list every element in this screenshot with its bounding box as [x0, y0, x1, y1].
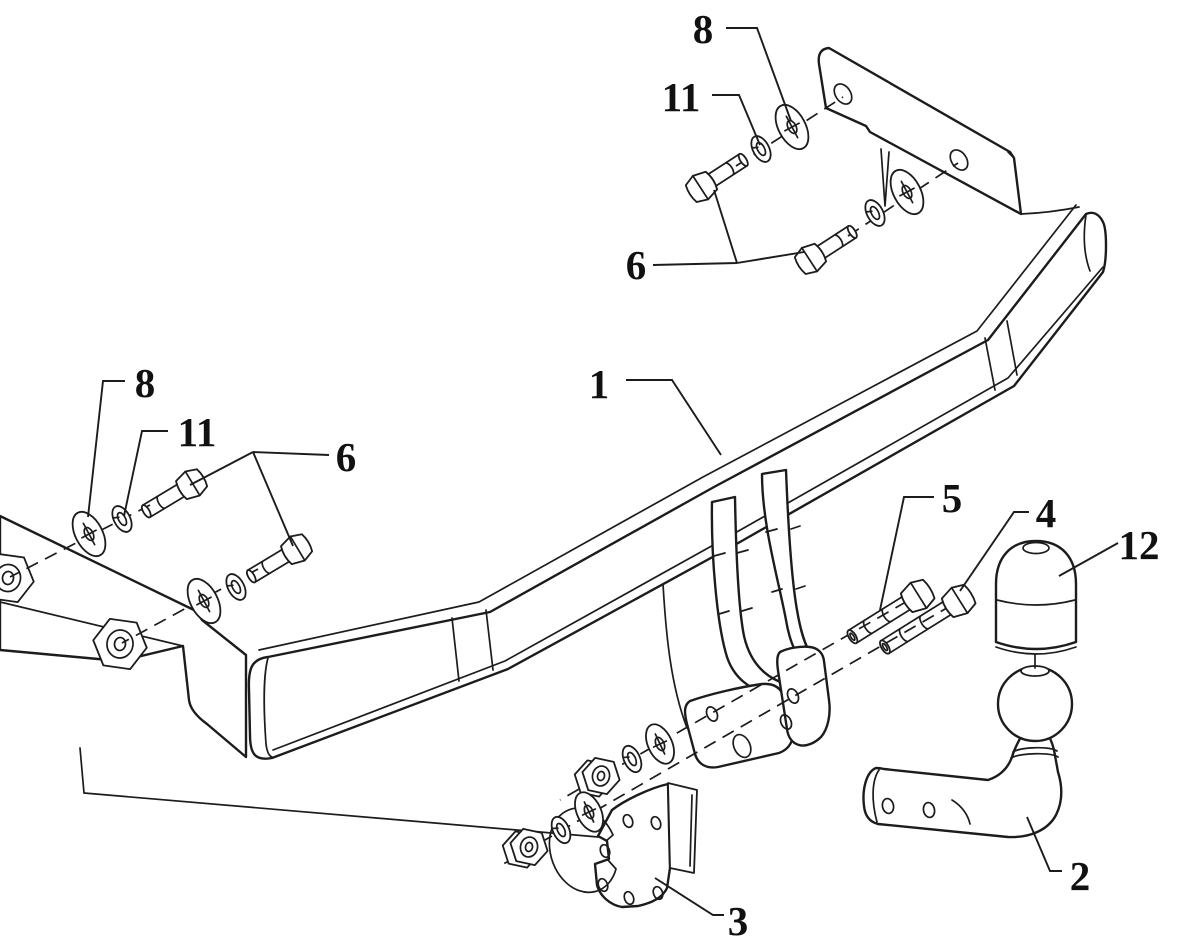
spring-washer — [750, 135, 772, 163]
leader-line-11-top — [712, 94, 761, 146]
bracket-gusset-tab — [880, 148, 890, 207]
hex-bolt — [245, 533, 314, 584]
socket-plate-hole — [599, 843, 611, 859]
clevis-hardware — [501, 723, 675, 869]
fork-slot — [732, 733, 752, 759]
flat-washer — [889, 168, 925, 216]
leader-line-1 — [626, 379, 722, 456]
callout-2: 2 — [1070, 853, 1091, 899]
spring-washer — [111, 505, 133, 533]
beam-chamfer-line — [984, 320, 1018, 391]
flat-washer — [774, 103, 810, 151]
tow-ball-sphere — [996, 665, 1074, 743]
beam-top-face-edge — [258, 204, 1077, 651]
fork-hole — [705, 706, 719, 722]
callout-8-top: 8 — [693, 6, 714, 52]
hex-bolt — [793, 224, 858, 275]
socket-plate-hole — [597, 877, 609, 893]
ball-mount-fork — [662, 468, 831, 769]
callout-6-left: 6 — [336, 434, 357, 480]
leader-line-8-top — [726, 27, 792, 122]
hex-nut — [501, 827, 549, 869]
leader-line-6-left — [189, 451, 330, 547]
tow-ball-assembly — [862, 539, 1078, 839]
flat-washer — [645, 723, 675, 765]
spring-washer — [621, 744, 643, 774]
hardware-top-right — [684, 96, 959, 275]
leader-line-8-left — [87, 380, 125, 518]
spring-washer — [864, 199, 886, 227]
callout-8-left: 8 — [135, 360, 156, 406]
hex-bolt — [140, 468, 209, 519]
callout-1: 1 — [589, 361, 610, 407]
flat-washer — [574, 791, 604, 833]
leader-line-3 — [654, 877, 724, 916]
ball-arm-endface — [872, 769, 880, 823]
callout-11-top: 11 — [662, 74, 701, 120]
callout-5: 5 — [942, 475, 963, 521]
callout-4: 4 — [1036, 490, 1057, 536]
spring-washer — [225, 573, 247, 601]
spring-washer — [550, 815, 572, 845]
centerline — [499, 604, 953, 867]
socket-plate-flange-edge — [689, 794, 693, 867]
callout-11-left: 11 — [178, 409, 217, 455]
ball-arm-hole — [922, 801, 936, 819]
socket-plate-hole — [623, 890, 635, 906]
flat-washer — [186, 577, 222, 625]
bracket-hole — [833, 83, 853, 105]
ball-arm — [862, 733, 1063, 839]
ball-arm-hole — [881, 797, 895, 815]
hex-bolt — [684, 152, 749, 203]
fork-front-clevis-plate — [683, 682, 794, 769]
ball-cover-cap — [994, 539, 1078, 651]
beam-body — [247, 211, 1108, 760]
right-bracket-plate — [817, 46, 1023, 216]
crossbar-beam — [247, 204, 1108, 760]
ball-neck-collar — [1010, 746, 1059, 759]
cover-rim-line — [995, 646, 1077, 655]
beam-right-endcap-edge — [1083, 214, 1091, 272]
fork-chamfer-ticks — [713, 525, 806, 615]
beam-left-endcap-edge — [263, 657, 273, 758]
left-bracket-bottom-flange — [79, 747, 611, 839]
leader-line-2 — [1026, 816, 1062, 872]
leader-line-5 — [879, 496, 934, 611]
right-mount-bracket — [817, 46, 1080, 216]
flat-washer — [71, 510, 107, 558]
socket-plate-hole — [650, 815, 662, 831]
ball-fixing-bolts — [846, 578, 977, 655]
weld-nut — [0, 553, 35, 603]
left-bracket-fold-line — [0, 601, 184, 647]
hex-bolt-long — [846, 578, 936, 645]
leader-line-6-top — [652, 189, 805, 266]
cover-top-hole — [1022, 541, 1050, 555]
hex-bolt-long — [879, 583, 977, 655]
ball-arm-chamfer — [951, 799, 971, 825]
weld-nut — [92, 617, 148, 671]
callout-6-top: 6 — [626, 242, 647, 288]
bracket-hole — [949, 149, 969, 171]
socket-mounting-plate — [548, 782, 698, 909]
fork-hole — [779, 714, 793, 730]
plate-edge-line — [1007, 151, 1080, 215]
callout-12: 12 — [1119, 522, 1160, 568]
socket-plate-hole — [622, 813, 634, 829]
leader-line-4 — [959, 511, 1029, 592]
fork-back-plate-edge — [662, 583, 688, 729]
callout-3: 3 — [728, 898, 749, 944]
beam-chamfer-line — [451, 609, 494, 682]
hex-nut — [573, 756, 621, 798]
callouts: 1 8 11 6 8 11 6 5 4 12 2 3 — [87, 6, 1160, 944]
leader-line-12 — [1058, 542, 1119, 577]
leader-line-11-left — [123, 430, 168, 517]
socket-plate-hole — [652, 885, 664, 901]
cover-junction-line — [996, 599, 1076, 606]
